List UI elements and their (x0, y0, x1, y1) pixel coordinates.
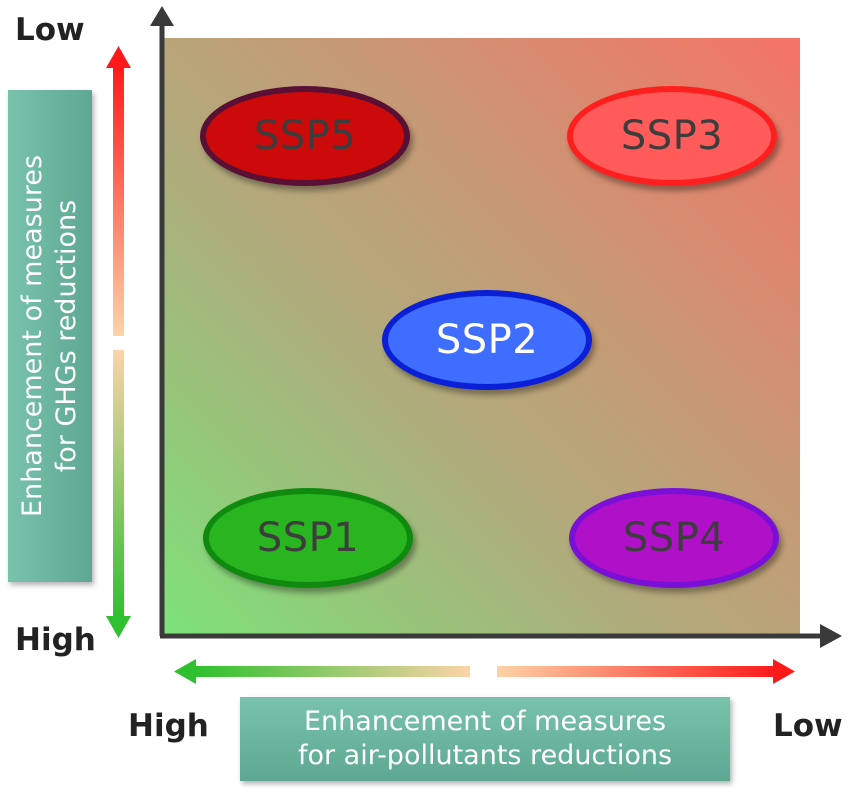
y-axis-line (150, 6, 174, 636)
ssp5-ellipse: SSP5 (200, 86, 410, 186)
y-direction-arrow-up (106, 46, 131, 336)
y-direction-arrow-down (106, 350, 131, 638)
ssp3-label: SSP3 (620, 113, 724, 159)
x-axis-low-label: Low (773, 708, 843, 744)
x-axis-high-label: High (128, 708, 209, 744)
ssp5-label: SSP5 (253, 113, 357, 159)
ssp3-ellipse: SSP3 (567, 86, 777, 186)
y-axis-high-label: High (15, 622, 96, 658)
x-axis-title-line2: for air-pollutants reductions (297, 740, 673, 771)
ssp1-label: SSP1 (256, 515, 360, 561)
ssp4-label: SSP4 (622, 515, 726, 561)
ssp2-ellipse: SSP2 (382, 290, 592, 390)
x-direction-arrow-right (497, 659, 795, 684)
y-axis-title-line2: for GHGs reductions (51, 199, 82, 473)
x-axis-line (160, 624, 842, 648)
y-axis-title-line1: Enhancement of measures (17, 154, 48, 518)
y-axis-low-label: Low (15, 12, 85, 48)
x-axis-title-box: Enhancement of measures for air-pollutan… (240, 697, 730, 781)
y-axis-title: Enhancement of measures for GHGs reducti… (16, 90, 84, 582)
x-axis-title: Enhancement of measures for air-pollutan… (298, 705, 672, 773)
x-axis-title-line1: Enhancement of measures (303, 706, 667, 737)
ssp1-ellipse: SSP1 (203, 488, 413, 588)
ssp2-label: SSP2 (435, 317, 539, 363)
ssp4-ellipse: SSP4 (569, 488, 779, 588)
x-direction-arrow-left (174, 659, 470, 684)
y-axis-title-box: Enhancement of measures for GHGs reducti… (8, 90, 92, 582)
